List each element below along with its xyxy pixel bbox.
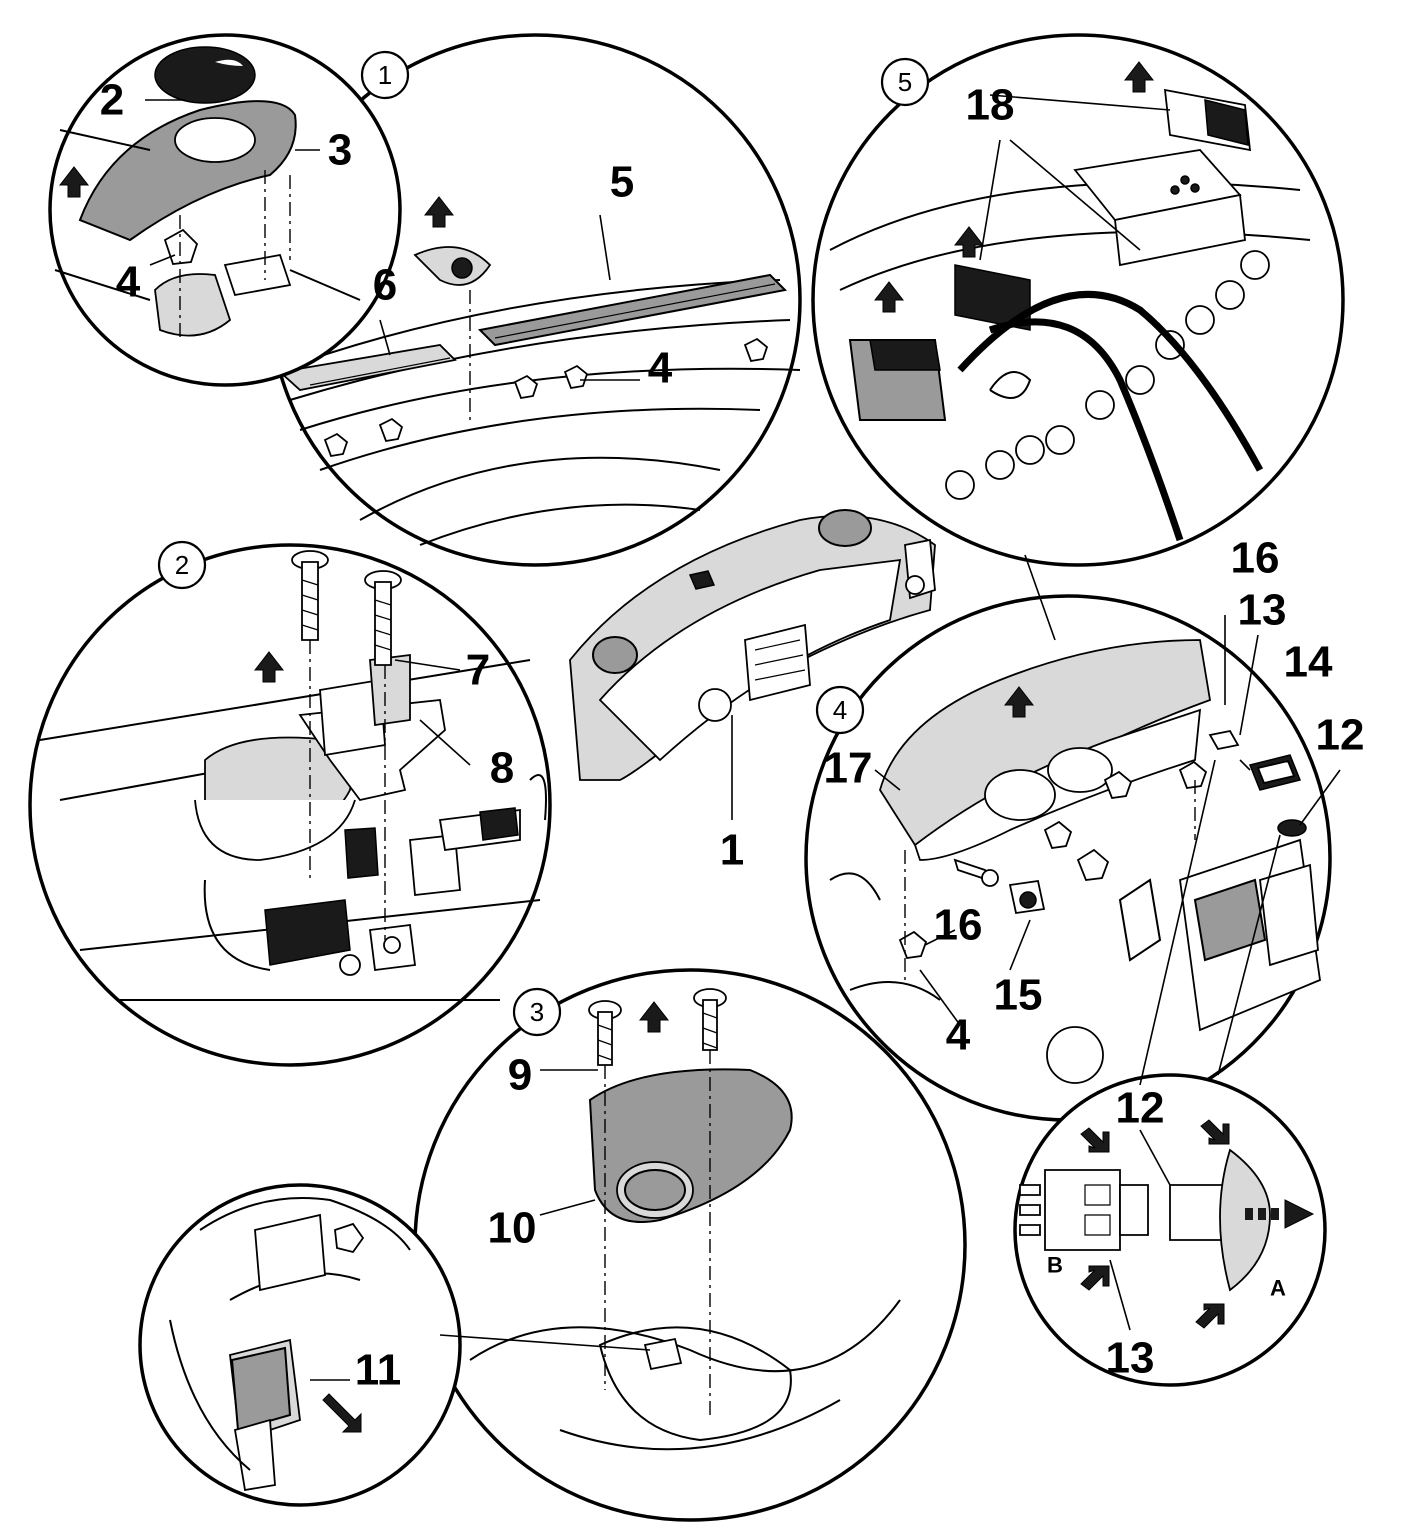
screw-icon [291, 550, 329, 641]
leader-lines [145, 94, 1341, 1381]
callout-13: 13 [1106, 1334, 1155, 1383]
callout-15: 15 [994, 971, 1043, 1020]
callout-5: 5 [610, 158, 634, 207]
callout-6: 6 [373, 261, 397, 310]
callout-9: 9 [508, 1051, 532, 1100]
detail-badge-4: 4 [815, 685, 865, 735]
svg-text:5: 5 [898, 67, 912, 97]
callout-16: 16 [1231, 534, 1280, 583]
detail-1-inner-circle [48, 33, 402, 387]
callout-4: 4 [946, 1011, 971, 1060]
clip-group-detail-1 [323, 337, 769, 458]
detail-2-circle [28, 543, 552, 1067]
view-label-a: A [1270, 1276, 1286, 1301]
callout-2: 2 [100, 76, 124, 125]
detail-1-large-circle [268, 33, 802, 567]
callout-12: 12 [1116, 1084, 1165, 1133]
callout-16: 16 [934, 901, 983, 950]
screw-icon [364, 570, 402, 666]
dashboard-assembly [569, 509, 936, 781]
detail-badge-3: 3 [512, 987, 562, 1037]
callout-3: 3 [328, 126, 352, 175]
screw-icon [693, 988, 727, 1051]
callout-10: 10 [488, 1204, 537, 1253]
bolt-row [945, 250, 1270, 500]
callout-4: 4 [116, 258, 141, 307]
callout-7: 7 [466, 646, 490, 695]
screw-icon [588, 1000, 622, 1066]
svg-text:1: 1 [378, 60, 392, 90]
svg-text:4: 4 [833, 695, 847, 725]
callout-18: 18 [966, 81, 1015, 130]
detail-badge-1: 1 [360, 50, 410, 100]
view-label-b: B [1047, 1253, 1063, 1278]
callout-13: 13 [1238, 586, 1287, 635]
callout-12: 12 [1316, 711, 1365, 760]
detail-badge-5: 5 [880, 57, 930, 107]
detail-badge-2: 2 [157, 540, 207, 590]
up-arrow-icon [423, 196, 455, 228]
callout-1: 1 [720, 826, 744, 875]
detail-ab-circle [1013, 1073, 1327, 1387]
callout-8: 8 [490, 744, 514, 793]
detail-5-circle [811, 33, 1345, 567]
detail-3-circle [413, 968, 967, 1522]
svg-text:2: 2 [175, 550, 189, 580]
detail-11-circle [138, 1183, 462, 1507]
callout-11: 11 [355, 1346, 402, 1395]
callout-14: 14 [1284, 638, 1333, 687]
svg-text:3: 3 [530, 997, 544, 1027]
callout-17: 17 [824, 744, 873, 793]
callout-4: 4 [648, 344, 673, 393]
